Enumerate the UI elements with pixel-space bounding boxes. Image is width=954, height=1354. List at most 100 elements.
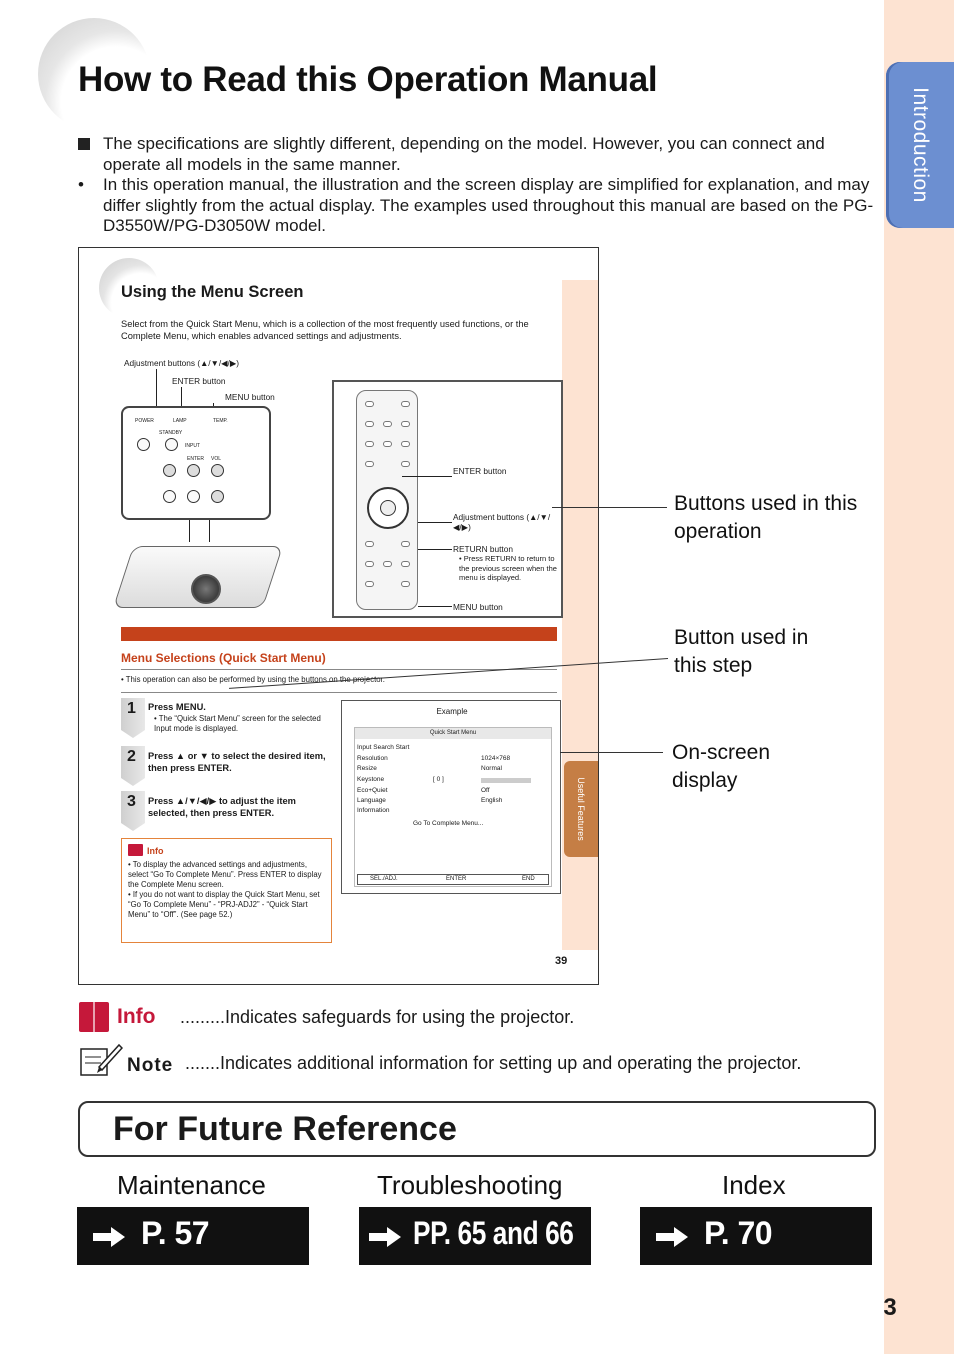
footer-enter: ENTER [446, 876, 467, 882]
remote-button-icon [401, 421, 410, 427]
legend-note-label: Note [127, 1055, 174, 1076]
projector-lens-icon [191, 574, 221, 604]
sample-heading: Using the Menu Screen [121, 283, 304, 301]
note-pencil-icon [80, 1043, 123, 1076]
remote-button-icon [401, 581, 410, 587]
step-3-text: Press ▲/▼/◀/▶ to adjust the item selecte… [148, 796, 296, 818]
screen-row-value: Normal [481, 765, 502, 772]
intro-item-bullet: • In this operation manual, the illustra… [78, 175, 878, 237]
arrow-right-icon [93, 1227, 125, 1247]
info-title: Info [147, 846, 164, 856]
sample-swoosh-graphic [99, 258, 159, 318]
divider [121, 692, 557, 693]
vol-label: VOL [211, 456, 222, 462]
menu-button-icon [211, 490, 224, 503]
intro-item-square: The specifications are slightly differen… [78, 134, 878, 175]
introduction-tab[interactable]: Introduction [886, 62, 954, 228]
screen-row-value: 1024×768 [481, 755, 511, 762]
left-arrow-button-icon [163, 464, 176, 477]
sample-useful-features-tab: Useful Features [564, 761, 598, 857]
example-label: Example [436, 707, 468, 716]
remote-button-icon [383, 421, 392, 427]
screen-row-label: Resolution [357, 755, 388, 762]
info-line: • If you do not want to display the Quic… [128, 890, 320, 919]
remote-control-box: ENTER button Adjustment buttons (▲/▼/◀/▶… [332, 380, 563, 618]
remote-button-icon [365, 441, 374, 447]
annotation-on-screen: On-screen display [672, 741, 771, 792]
remote-button-icon [383, 441, 392, 447]
remote-button-icon [365, 541, 374, 547]
ref-link-maintenance[interactable]: P. 57 [77, 1207, 309, 1265]
screen-row-label: Resize [357, 765, 377, 772]
step-number-badge: 3 [121, 791, 145, 831]
footer-sel: SEL./ADJ. [370, 876, 398, 882]
screen-footer: SEL./ADJ. ENTER END [357, 874, 549, 885]
annotation-line [552, 507, 667, 508]
sample-page-number: 39 [555, 955, 568, 967]
introduction-tab-label: Introduction [909, 87, 932, 203]
panel-pointer-line [209, 520, 210, 542]
callout-line [418, 522, 452, 523]
screen-title: Quick Start Menu [355, 728, 551, 739]
callout-menu-button: MENU button [225, 392, 275, 402]
legend-info-label: Info [117, 1005, 156, 1028]
arrow-right-icon [369, 1227, 401, 1247]
remote-button-icon [401, 401, 410, 407]
title-swoosh-graphic [38, 18, 150, 130]
sample-info-box: Info • To display the advanced settings … [121, 838, 332, 943]
power-button-icon [137, 438, 150, 451]
screen-row-value: Off [481, 787, 490, 794]
screen-row-value: [ 0 ] [433, 776, 444, 783]
bullet-marker: • [78, 175, 84, 194]
ref-page-index: P. 70 [704, 1215, 773, 1251]
remote-button-icon [401, 561, 410, 567]
ref-link-troubleshooting[interactable]: PP. 65 and 66 [359, 1207, 591, 1265]
step-2-text: Press ▲ or ▼ to select the desired item,… [148, 751, 326, 773]
step-1: Press MENU. • The “Quick Start Menu” scr… [148, 702, 333, 734]
remote-button-icon [401, 541, 410, 547]
intro-list: The specifications are slightly differen… [78, 134, 878, 237]
info-line: • To display the advanced settings and a… [128, 860, 322, 889]
annotation-button-step: Button used in this step [674, 626, 809, 677]
screen-row-label: Keystone [357, 776, 385, 783]
example-screen-box: Example Quick Start Menu Input Search St… [341, 700, 561, 894]
keystone-slider [481, 778, 531, 783]
screen-row-value: English [481, 797, 503, 804]
screen-row-label: Language [357, 797, 386, 804]
up-button-icon [187, 490, 200, 503]
remote-button-icon [365, 401, 374, 407]
ref-page-maintenance: P. 57 [141, 1215, 210, 1251]
callout-line [418, 606, 452, 607]
ref-link-index[interactable]: P. 70 [640, 1207, 872, 1265]
sample-note: • This operation can also be performed b… [121, 675, 385, 684]
annotation-line [560, 752, 663, 753]
quick-start-menu-screen: Quick Start Menu Input Search Start Reso… [354, 727, 552, 887]
intro-item-text: The specifications are slightly differen… [103, 134, 825, 174]
screen-row-label: Input Search Start [357, 744, 410, 751]
enter-button-icon [187, 464, 200, 477]
callout-line [418, 549, 452, 550]
right-arrow-button-icon [211, 464, 224, 477]
future-reference-box: For Future Reference [78, 1101, 876, 1157]
screen-row-label: Eco+Quiet [357, 787, 388, 794]
ref-label-maintenance: Maintenance [117, 1170, 266, 1200]
remote-button-icon [383, 561, 392, 567]
section-color-bar [121, 627, 557, 641]
remote-button-icon [401, 441, 410, 447]
sample-intro: Select from the Quick Start Menu, which … [121, 319, 529, 341]
ref-label-index: Index [722, 1170, 786, 1200]
step-number-badge: 1 [121, 698, 145, 738]
remote-enter-icon [380, 500, 396, 516]
remote-callout-adjustment: Adjustment buttons (▲/▼/◀/▶) [453, 512, 551, 532]
step-number-badge: 2 [121, 746, 145, 786]
power-label: POWER [135, 418, 154, 424]
go-to-complete-menu: Go To Complete Menu... [413, 820, 484, 827]
remote-button-icon [365, 581, 374, 587]
square-bullet-icon [78, 134, 90, 156]
remote-button-icon [365, 421, 374, 427]
page-title: How to Read this Operation Manual [78, 60, 658, 99]
input-label: INPUT [185, 443, 200, 449]
remote-callout-menu: MENU button [453, 602, 503, 612]
sample-page-figure: Useful Features Using the Menu Screen Se… [78, 247, 599, 985]
footer-end: END [522, 876, 535, 882]
